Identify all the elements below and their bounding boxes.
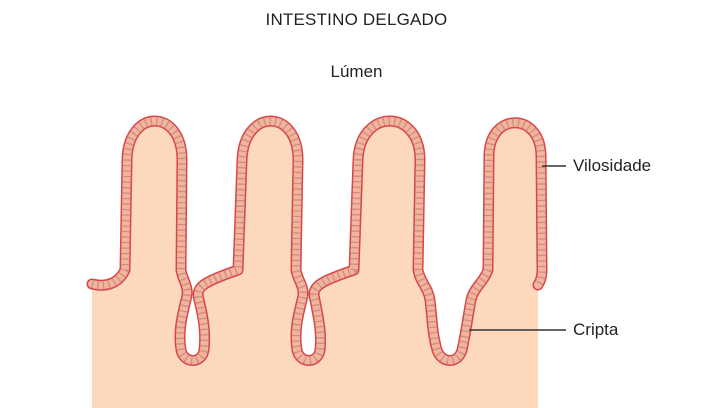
- lamina-propria: [92, 121, 542, 408]
- villus-label: Vilosidade: [573, 156, 652, 175]
- diagram-title: INTESTINO DELGADO: [265, 10, 448, 29]
- lumen-label: Lúmen: [330, 62, 383, 81]
- crypt-label: Cripta: [573, 320, 619, 339]
